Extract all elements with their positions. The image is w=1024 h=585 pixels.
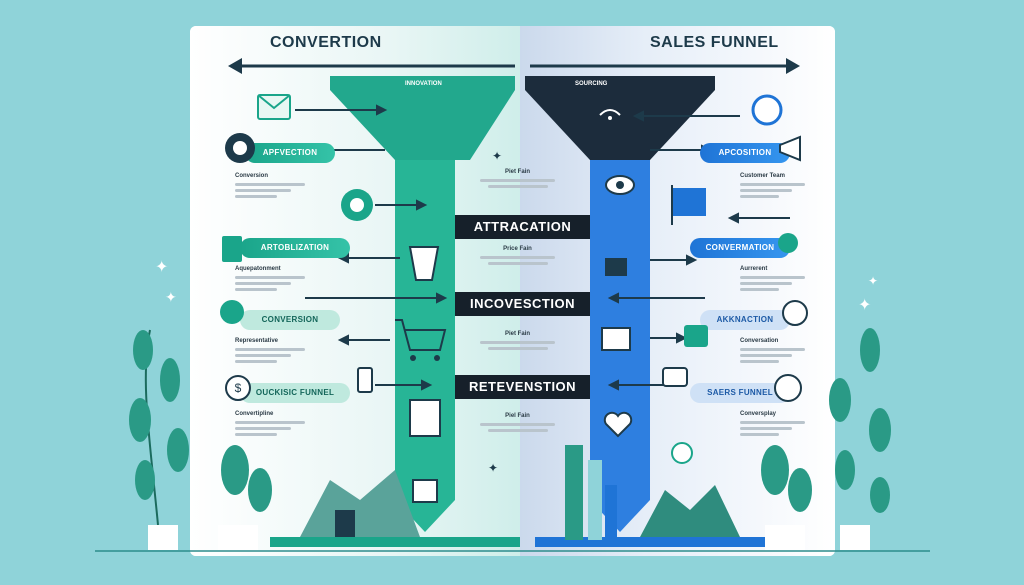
- flag-icon: [671, 185, 706, 225]
- center-text-block-3: Piet Fain: [480, 330, 555, 353]
- left-text-block-1: Conversion: [235, 172, 305, 201]
- right-text-block-3: Conversation: [740, 337, 805, 366]
- stopwatch-icon: [671, 442, 693, 464]
- left-pill-2: ARTOBLIZATION: [240, 238, 350, 258]
- right-pill-3: AKKNACTION: [700, 310, 790, 330]
- svg-text:✦: ✦: [492, 149, 502, 163]
- center-text-heading-4: Piel Fain: [505, 413, 530, 419]
- cart-icon: [395, 319, 447, 361]
- right-funnel-top: [525, 76, 715, 160]
- left-funnel-label: INNOVATION: [405, 81, 442, 87]
- chat-icon: [662, 367, 688, 387]
- check-badge-icon: [774, 374, 802, 402]
- right-text-block-2: Aurrerent: [740, 265, 805, 294]
- right-top-arrow: [530, 58, 800, 74]
- right-pill-2: CONVERMATION: [690, 238, 790, 258]
- clock-icon: [751, 94, 783, 126]
- right-text-block-1: Customer Team: [740, 172, 805, 201]
- center-text-heading-2: Price Fain: [503, 246, 532, 252]
- right-text-heading-1: Customer Team: [740, 173, 785, 179]
- right-funnel-label: SOURCING: [575, 81, 608, 87]
- svg-text:✦: ✦: [868, 274, 878, 288]
- gear-icon: [341, 189, 373, 221]
- heart-icon: [603, 411, 633, 438]
- plant-left: [129, 329, 272, 550]
- puzzle-icon: [605, 258, 627, 276]
- right-title: SALES FUNNEL: [650, 34, 779, 51]
- center-text-block-2: Price Fain: [480, 245, 555, 268]
- diamond-card-icon: [684, 325, 708, 347]
- center-text-heading-1: Piet Fain: [504, 169, 530, 175]
- right-base: [535, 537, 780, 547]
- sparkle-icons: ✦ ✦ ✦ ✦ ✦ ✦: [155, 149, 878, 475]
- right-text-heading-2: Aurrerent: [740, 266, 768, 272]
- chart-card-icon: [601, 327, 631, 351]
- band-attraction: ATTRACATION: [455, 215, 590, 239]
- eye-icon: [605, 175, 635, 195]
- band-inconvesction: INCOVESCTION: [455, 292, 590, 316]
- phone-icon: [357, 367, 373, 393]
- left-text-heading-1: Conversion: [235, 173, 269, 179]
- left-text-heading-2: Aquepatonment: [235, 266, 281, 272]
- left-pill-3: CONVERSION: [240, 310, 340, 330]
- megaphone-icon: [779, 135, 801, 162]
- heart-pin-icon: [782, 300, 808, 326]
- center-text-heading-3: Piet Fain: [504, 331, 530, 337]
- envelope-icon: [257, 94, 291, 120]
- gear-blue-icon: [778, 233, 798, 253]
- band-retention: RETEVENSTION: [455, 375, 590, 399]
- left-base: [270, 537, 520, 547]
- left-funnel-top: [330, 76, 515, 160]
- document-icon: [409, 399, 441, 437]
- right-text-heading-4: Conversplay: [740, 411, 777, 417]
- dollar-icon: $: [225, 375, 251, 401]
- bag-icon: [412, 479, 438, 503]
- bucket-icon: [408, 246, 440, 281]
- left-text-block-2: Aquepatonment: [235, 265, 305, 294]
- svg-text:✦: ✦: [155, 257, 168, 276]
- bar-decor: [565, 445, 617, 540]
- right-text-block-4: Conversplay: [740, 410, 805, 439]
- center-text-block-1: Piet Fain: [480, 168, 555, 191]
- right-text-heading-3: Conversation: [740, 338, 779, 344]
- wifi-icon: [599, 109, 621, 120]
- right-pill-1: APCOSITION: [700, 143, 790, 163]
- hills-decor: [300, 470, 740, 537]
- right-pill-4: SAERS FUNNEL: [690, 383, 790, 403]
- left-top-arrow: [228, 58, 515, 74]
- left-text-block-3: Representative: [235, 337, 305, 366]
- plant-right: [761, 328, 891, 550]
- left-pill-1: APFVECTION: [245, 143, 335, 163]
- left-text-heading-3: Representative: [235, 338, 279, 344]
- gear-target-icon: [225, 133, 255, 163]
- left-title: CONVERTION: [270, 34, 382, 51]
- left-text-heading-4: Convertipline: [235, 411, 274, 417]
- tablet-icon: [222, 236, 242, 262]
- svg-text:$: $: [235, 381, 242, 395]
- badge-icon: [220, 300, 244, 324]
- svg-text:✦: ✦: [165, 290, 177, 306]
- left-pill-4: OUCKISIC FUNNEL: [240, 383, 350, 403]
- left-funnel-tip: [395, 500, 455, 532]
- svg-text:✦: ✦: [858, 295, 871, 314]
- svg-text:✦: ✦: [488, 461, 498, 475]
- left-text-block-4: Convertipline: [235, 410, 305, 439]
- center-text-block-4: Piel Fain: [480, 412, 555, 435]
